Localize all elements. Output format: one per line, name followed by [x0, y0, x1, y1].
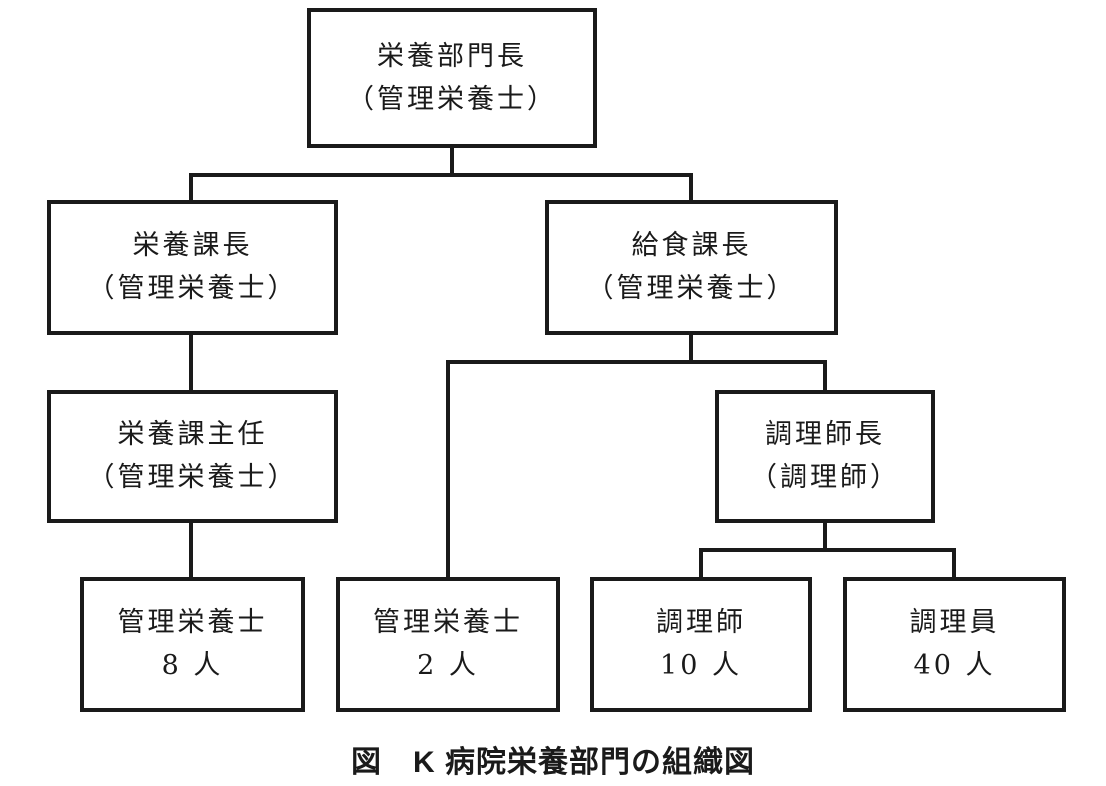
node-subtitle: （管理栄養士） — [87, 462, 298, 493]
org-node-dietitians-8: 管理栄養士 8 人 — [80, 577, 305, 712]
org-node-nutrition-chief: 栄養課長 （管理栄養士） — [47, 200, 338, 335]
node-title: 栄養課主任 — [117, 419, 268, 451]
node-title: 管理栄養士 — [373, 607, 523, 639]
node-title: 栄養部門長 — [377, 40, 527, 72]
connector-level3-horizontal — [446, 360, 827, 364]
org-node-dietitians-2: 管理栄養士 2 人 — [336, 577, 560, 712]
connector-headchef-down — [823, 523, 827, 552]
org-node-foodservice-chief: 給食課長 （管理栄養士） — [545, 200, 838, 335]
org-node-head-chef: 調理師長 （調理師） — [715, 390, 935, 523]
node-subtitle: （調理師） — [750, 462, 900, 493]
node-title: 管理栄養士 — [117, 607, 268, 639]
connector-depthead-down — [450, 148, 454, 177]
node-title: 栄養課長 — [132, 230, 253, 262]
connector-to-dietitians2 — [446, 360, 450, 577]
org-node-kitchen-staff-40: 調理員 40 人 — [843, 577, 1066, 712]
connector-to-foodservice-chief — [689, 173, 693, 200]
node-subtitle: （管理栄養士） — [347, 83, 557, 115]
node-title: 調理師長 — [765, 419, 885, 451]
org-node-nutrition-supervisor: 栄養課主任 （管理栄養士） — [47, 390, 338, 523]
connector-to-nutrition-chief — [189, 173, 193, 200]
node-title: 調理師 — [656, 607, 746, 639]
connector-chief-to-supervisor — [189, 335, 193, 390]
org-node-dept-head: 栄養部門長 （管理栄養士） — [307, 8, 597, 148]
connector-supervisor-to-dietitians8 — [189, 523, 193, 577]
org-node-cooks-10: 調理師 10 人 — [590, 577, 812, 712]
connector-to-cooks10 — [699, 548, 703, 577]
connector-level4-horizontal — [699, 548, 956, 552]
connector-level2-horizontal — [189, 173, 693, 177]
connector-to-kitchenstaff40 — [952, 548, 956, 577]
connector-foodservice-down — [689, 335, 693, 364]
node-subtitle: （管理栄養士） — [586, 273, 797, 304]
node-title: 給食課長 — [631, 230, 752, 262]
node-subtitle: （管理栄養士） — [87, 273, 298, 304]
node-count: 2 人 — [417, 650, 479, 681]
connector-to-headchef — [823, 360, 827, 390]
node-title: 調理員 — [909, 607, 1000, 639]
node-count: 10 人 — [660, 650, 742, 681]
figure-caption: 図 K 病院栄養部門の組織図 — [351, 746, 755, 779]
node-count: 40 人 — [913, 650, 996, 681]
node-count: 8 人 — [161, 650, 224, 681]
